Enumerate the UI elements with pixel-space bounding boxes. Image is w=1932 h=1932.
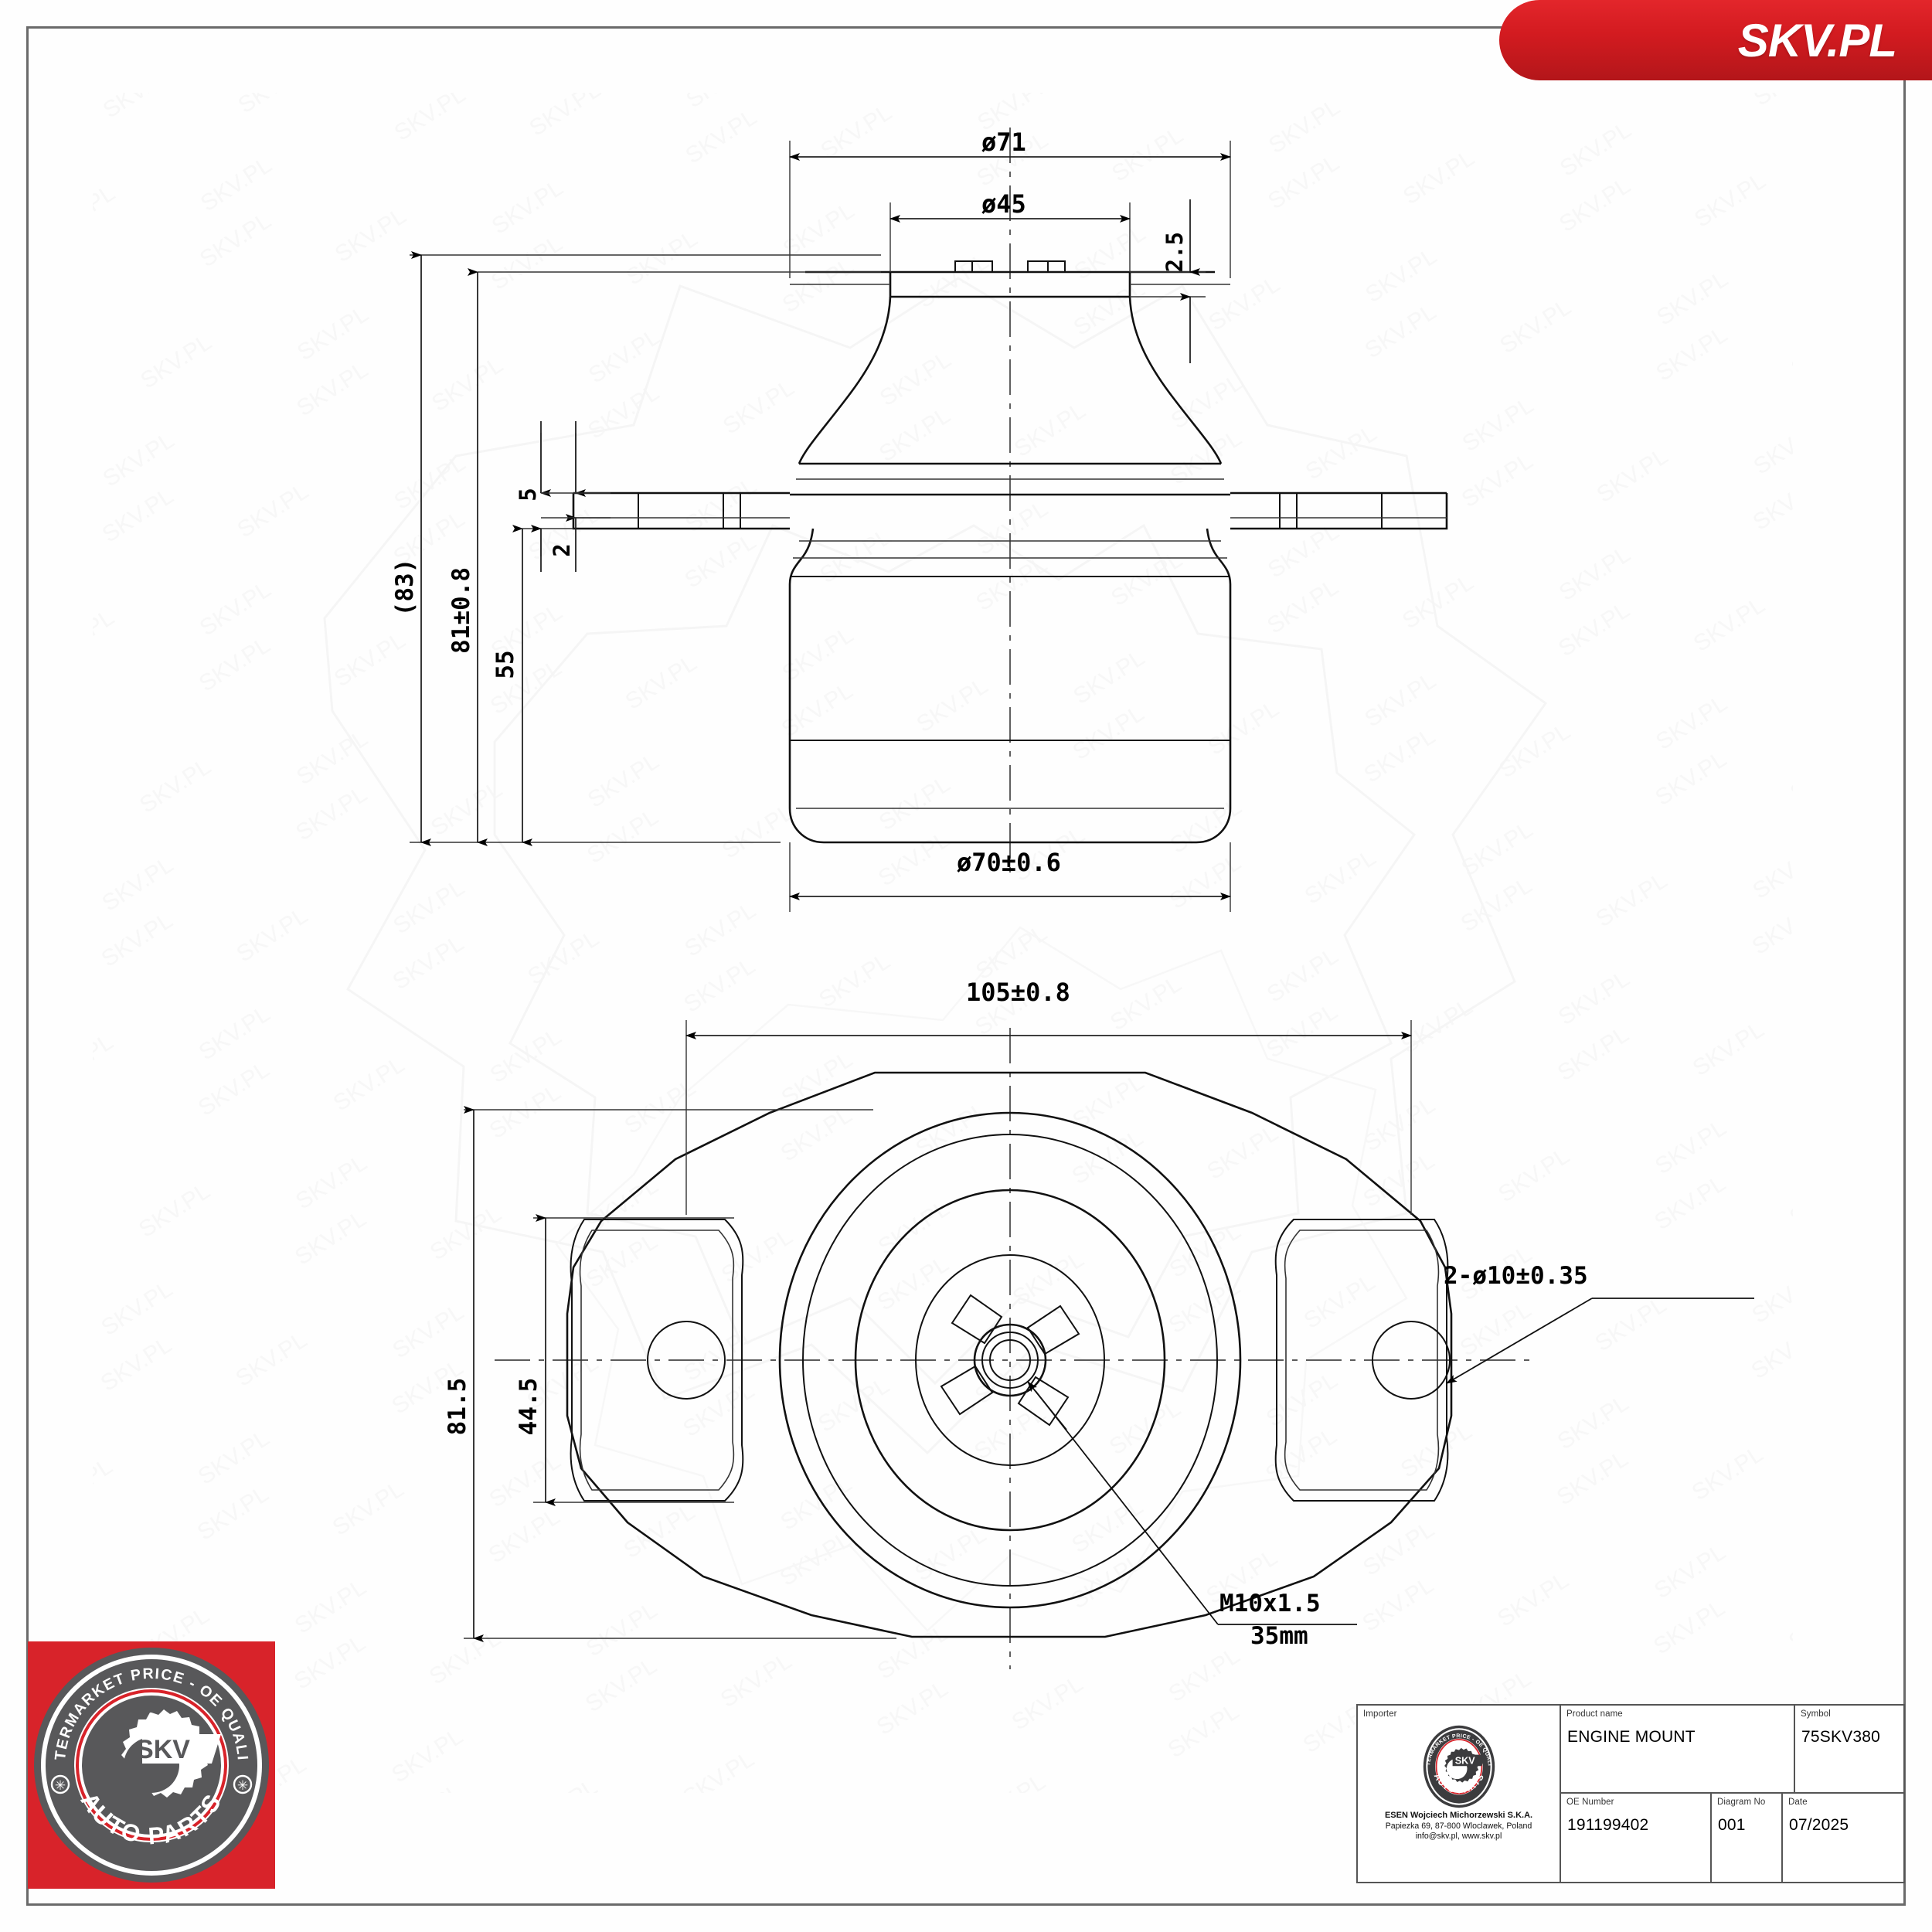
date-value: 07/2025 (1789, 1816, 1849, 1834)
dim-width-105: 105±0.8 (966, 978, 1070, 1007)
badge-center-text: SKV (136, 1735, 190, 1764)
dim-diameter-45: ø45 (981, 189, 1026, 219)
importer-contact: info@skv.pl, www.skv.pl (1415, 1832, 1502, 1842)
dim-height-44p5: 44.5 (515, 1377, 543, 1436)
title-block-importer-cell: Importer AFTERMARKET PRICE - OE QUALITY … (1358, 1706, 1561, 1882)
dim-height-55: 55 (492, 650, 519, 679)
importer-address-block: ESEN Wojciech Michorzewski S.K.A. Papiez… (1358, 1810, 1560, 1847)
dim-diameter-71: ø71 (981, 128, 1026, 157)
dim-height-81: 81±0.8 (447, 567, 475, 654)
oe-number-label: OE Number (1566, 1798, 1614, 1807)
view-front-elevation (410, 128, 1448, 912)
title-block-data-cells: Product name ENGINE MOUNT Symbol 75SKV38… (1561, 1706, 1903, 1882)
importer-skv-seal-icon: AFTERMARKET PRICE - OE QUALITY AUTO PART… (1416, 1723, 1495, 1808)
product-name-value: ENGINE MOUNT (1567, 1728, 1696, 1746)
product-name-label: Product name (1566, 1709, 1623, 1719)
diagram-no-label: Diagram No (1717, 1798, 1766, 1807)
symbol-value: 75SKV380 (1801, 1728, 1881, 1746)
diagram-no-value: 001 (1718, 1816, 1746, 1834)
importer-address: Papiezka 69, 87-800 Wloclawek, Poland (1385, 1821, 1532, 1831)
date-cell: Date 07/2025 (1783, 1794, 1903, 1882)
skv-wordmark: SKV.PL (1737, 14, 1897, 66)
dim-thread-m10: M10x1.5 (1219, 1590, 1321, 1617)
title-block-row-product: Product name ENGINE MOUNT Symbol 75SKV38… (1561, 1706, 1903, 1794)
dim-height-81p5: 81.5 (444, 1377, 471, 1436)
dim-thickness-5: 5 (515, 488, 541, 502)
dim-diameter-70: ø70±0.6 (957, 848, 1061, 877)
importer-label: Importer (1363, 1709, 1397, 1719)
svg-text:SKV: SKV (1454, 1756, 1475, 1767)
title-block: Importer AFTERMARKET PRICE - OE QUALITY … (1356, 1704, 1905, 1883)
product-name-cell: Product name ENGINE MOUNT (1561, 1706, 1795, 1792)
diagram-no-cell: Diagram No 001 (1712, 1794, 1783, 1882)
svg-text:✳: ✳ (237, 1778, 248, 1793)
dim-overall-83: (83) (391, 558, 419, 617)
date-label: Date (1788, 1798, 1808, 1807)
svg-text:✳: ✳ (55, 1778, 66, 1793)
view-plan (464, 1020, 1754, 1669)
drawing-frame (26, 26, 1906, 1906)
oe-number-cell: OE Number 191199402 (1561, 1794, 1712, 1882)
symbol-label: Symbol (1801, 1709, 1831, 1719)
dim-bolt-holes-2x10: 2-ø10±0.35 (1444, 1262, 1588, 1290)
dim-thread-length-35mm: 35mm (1250, 1622, 1308, 1650)
importer-company: ESEN Wojciech Michorzewski S.K.A. (1384, 1811, 1533, 1820)
dim-thickness-2p5: 2.5 (1162, 232, 1188, 273)
skv-brand-banner: SKV.PL (1499, 0, 1932, 80)
auto-parts-quality-badge: AFTERMARKET PRICE - OE QUALITY AUTO PART… (28, 1641, 275, 1889)
symbol-cell: Symbol 75SKV380 (1795, 1706, 1903, 1792)
oe-number-value: 191199402 (1567, 1816, 1649, 1834)
title-block-row-oe: OE Number 191199402 Diagram No 001 Date … (1561, 1794, 1903, 1882)
dim-thickness-2: 2 (549, 543, 575, 557)
